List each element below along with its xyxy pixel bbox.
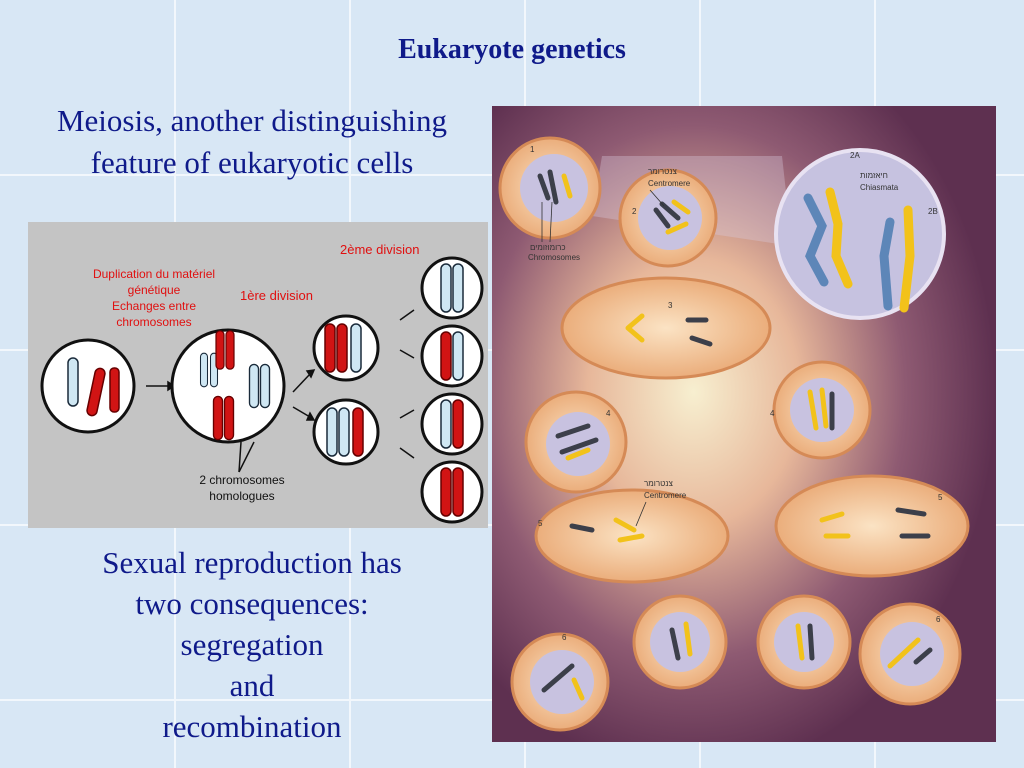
stage-label-5b: 5: [938, 493, 943, 502]
cell-stage-4b: [772, 360, 872, 460]
stage-label-2: 2: [632, 207, 637, 216]
chiasmata-detail: [803, 187, 915, 313]
lead-line-1: Meiosis, another distinguishing: [56, 103, 448, 138]
stage-label-1: 1: [530, 145, 535, 154]
cell-division2-1: [420, 256, 484, 320]
cell-duplicated: [170, 328, 286, 444]
bottom-text: Sexual reproduction has two consequences…: [22, 542, 482, 747]
cell-stage-3: [560, 276, 772, 380]
cell-stage-4a: [524, 390, 628, 494]
cell-division2-2: [420, 324, 484, 388]
label-chromosomes: Chromosomes: [528, 253, 580, 262]
stage-label-6a: 6: [562, 633, 567, 642]
cell-division2-3: [420, 392, 484, 456]
cell-division2-4: [420, 460, 484, 524]
slide-title: Eukaryote genetics: [398, 34, 626, 65]
lead-line-2: feature of eukaryotic cells: [90, 145, 414, 180]
label-centromere-hebrew-2: צנטרומר: [644, 479, 673, 488]
svg-text:génétique: génétique: [128, 283, 181, 297]
bottom-line-2: two consequences:: [135, 586, 369, 621]
label-chromosomes-hebrew: כרומוזומים: [530, 243, 566, 252]
cell-stage-5a: [534, 488, 730, 584]
stage-label-4b: 4: [770, 409, 775, 418]
label-duplication: Duplication du matériel génétique Echang…: [93, 267, 215, 329]
cell-stage-6d: [858, 602, 962, 706]
meiosis-illustration: 2A 2B חיאזמות Chiasmata: [492, 106, 996, 742]
svg-text:homologues: homologues: [209, 489, 274, 503]
label-division1: 1ère division: [240, 288, 313, 303]
cell-stage-6c: [756, 594, 852, 690]
bottom-line-1: Sexual reproduction has: [102, 545, 402, 580]
svg-text:Echanges entre: Echanges entre: [112, 299, 196, 313]
stage-label-4a: 4: [606, 409, 611, 418]
cell-stage-6b: [632, 594, 728, 690]
bottom-line-3: segregation: [180, 627, 324, 662]
cell-stage-2: [618, 168, 718, 268]
cell-parent: [40, 338, 136, 434]
lead-text: Meiosis, another distinguishing feature …: [22, 100, 482, 184]
cell-stage-6a: [510, 632, 610, 732]
label-division2: 2ème division: [340, 242, 420, 257]
label-centromere: Centromere: [648, 179, 691, 188]
svg-text:2 chromosomes: 2 chromosomes: [199, 473, 284, 487]
cell-stage-1: [498, 136, 602, 240]
cell-division1-top: [312, 314, 380, 382]
bottom-line-5: recombination: [162, 709, 342, 744]
stage-label-6b: 6: [936, 615, 941, 624]
svg-text:chromosomes: chromosomes: [116, 315, 191, 329]
label-chiasmata: Chiasmata: [860, 183, 899, 192]
stage-label-3: 3: [668, 301, 673, 310]
label-homologues: 2 chromosomes homologues: [199, 473, 284, 503]
label-centromere-2: Centromere: [644, 491, 687, 500]
svg-text:Duplication du matériel: Duplication du matériel: [93, 267, 215, 281]
stage-label-2a: 2A: [850, 151, 860, 160]
cell-division1-bottom: [312, 398, 380, 466]
bottom-line-4: and: [229, 668, 275, 703]
cell-stage-5b: [774, 474, 970, 578]
label-centromere-hebrew: צנטרומר: [648, 167, 677, 176]
stage-label-2b: 2B: [928, 207, 938, 216]
stage-label-5a: 5: [538, 519, 543, 528]
label-chiasmata-hebrew: חיאזמות: [860, 171, 888, 180]
meiosis-diagram: 2ème division 1ère division Duplication …: [28, 222, 488, 528]
